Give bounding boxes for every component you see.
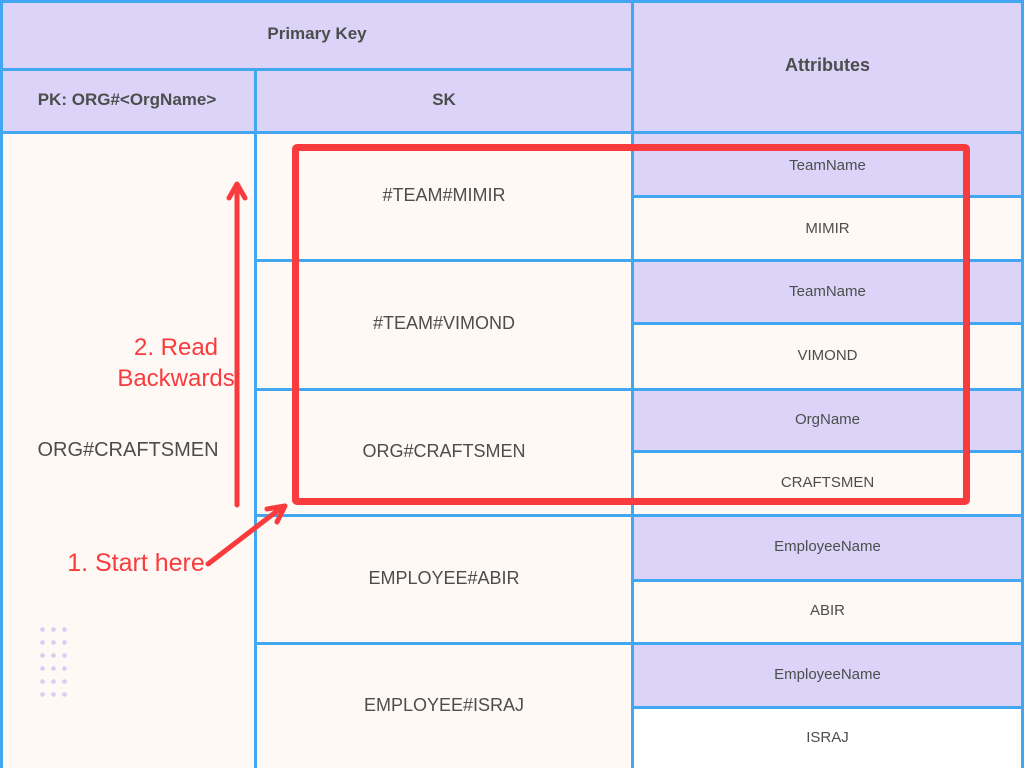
attr-row-background <box>631 579 1024 642</box>
attr-value-cell: VIMOND <box>797 347 858 364</box>
attr-name-cell: EmployeeName <box>774 665 881 683</box>
divider-line <box>1021 0 1024 768</box>
highlight-box <box>292 144 970 505</box>
attr-row-background <box>631 514 1024 579</box>
sk-column-header: SK <box>432 89 456 109</box>
divider-line <box>631 322 1024 325</box>
annotation-start-here: 1. Start here <box>67 549 205 577</box>
attr-name-cell: TeamName <box>789 283 866 300</box>
divider-line <box>631 450 1024 453</box>
annotation-read-backwards: 2. Read Backwards <box>88 332 264 394</box>
divider-line <box>254 514 1024 517</box>
sk-cell: #TEAM#MIMIR <box>382 184 506 205</box>
attr-name-cell: OrgName <box>794 411 861 428</box>
primary-key-header-background <box>0 0 634 131</box>
divider-line <box>631 195 1024 198</box>
attr-row-background <box>631 323 1024 388</box>
divider-line <box>631 579 1024 582</box>
sk-column-background <box>254 131 634 768</box>
attributes-header-background <box>631 0 1024 134</box>
divider-line <box>0 68 634 71</box>
attr-name-cell: EmployeeName <box>774 538 881 555</box>
attr-value-cell: MIMIR <box>805 219 850 237</box>
divider-line <box>0 131 1024 134</box>
attr-value-cell: CRAFTSMEN <box>780 474 875 491</box>
attr-row-background <box>631 260 1024 323</box>
divider-line <box>0 0 1024 3</box>
attr-row-background <box>631 196 1024 260</box>
attr-row-background <box>631 642 1024 706</box>
pk-column-header: PK: ORG#<OrgName> <box>37 89 217 109</box>
attributes-header: Attributes <box>785 55 870 75</box>
annotation-read-backwards-line1: 2. Read <box>133 334 219 361</box>
sk-cell: #TEAM#VIMOND <box>372 313 516 333</box>
sk-cell: EMPLOYEE#ISRAJ <box>363 694 525 715</box>
annotation-read-backwards-line2: Backwards <box>117 365 235 392</box>
dot-grid-decoration <box>37 623 71 703</box>
attr-name-cell: TeamName <box>789 156 866 174</box>
attr-row-background <box>631 706 1024 768</box>
attr-value-cell: ISRAJ <box>806 728 849 746</box>
divider-line <box>631 0 634 768</box>
sk-cell: EMPLOYEE#ABIR <box>368 567 520 588</box>
pk-value-cell: ORG#CRAFTSMEN <box>37 438 219 461</box>
attr-row-background <box>631 388 1024 451</box>
sk-cell: ORG#CRAFTSMEN <box>362 440 526 461</box>
attr-value-cell: ABIR <box>809 602 845 619</box>
divider-line <box>254 388 1024 391</box>
primary-key-header: Primary Key <box>267 24 367 43</box>
divider-line <box>254 68 257 768</box>
divider-line <box>254 642 1024 645</box>
divider-line <box>254 259 1024 262</box>
divider-line <box>0 0 3 768</box>
divider-line <box>631 706 1024 709</box>
